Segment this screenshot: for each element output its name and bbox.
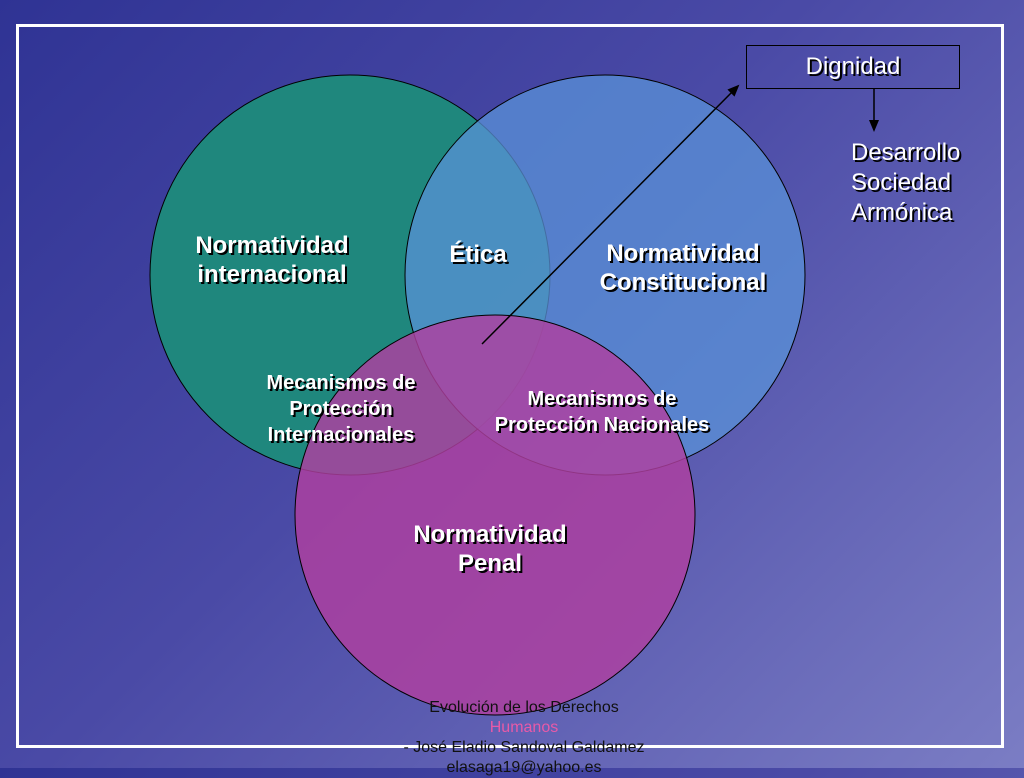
footer-line-1: Evolución de los Derechos Humanos - José…: [0, 698, 1024, 758]
outcome-item: Desarrollo: [851, 139, 961, 166]
label-etica: Ética: [449, 241, 507, 268]
slide-frame: [16, 24, 1004, 748]
dignidad-label: Dignidad: [805, 53, 901, 80]
dignidad-box: Dignidad: [746, 45, 960, 89]
circle-normatividad-penal: [294, 314, 696, 716]
footer: Evolución de los Derechos Humanos - José…: [0, 698, 1024, 778]
outcomes-list: Desarrollo Sociedad Armónica: [851, 138, 960, 228]
footer-highlight: Humanos: [489, 719, 559, 736]
label-normatividad-constitucional: Normatividad Constitucional: [599, 240, 767, 296]
outcome-item: Armónica: [851, 199, 953, 226]
outcome-item: Sociedad: [851, 169, 952, 196]
label-mecanismos-internacionales: Mecanismos de Protección Internacionales: [266, 372, 416, 446]
arrow-to-dignidad: [481, 84, 740, 345]
label-mecanismos-nacionales: Mecanismos de Protección Nacionales: [494, 388, 710, 436]
label-normatividad-internacional: Normatividad internacional: [195, 232, 349, 288]
label-normatividad-penal: Normatividad Penal: [413, 521, 567, 577]
footer-email: elasaga19@yahoo.es: [446, 759, 602, 776]
